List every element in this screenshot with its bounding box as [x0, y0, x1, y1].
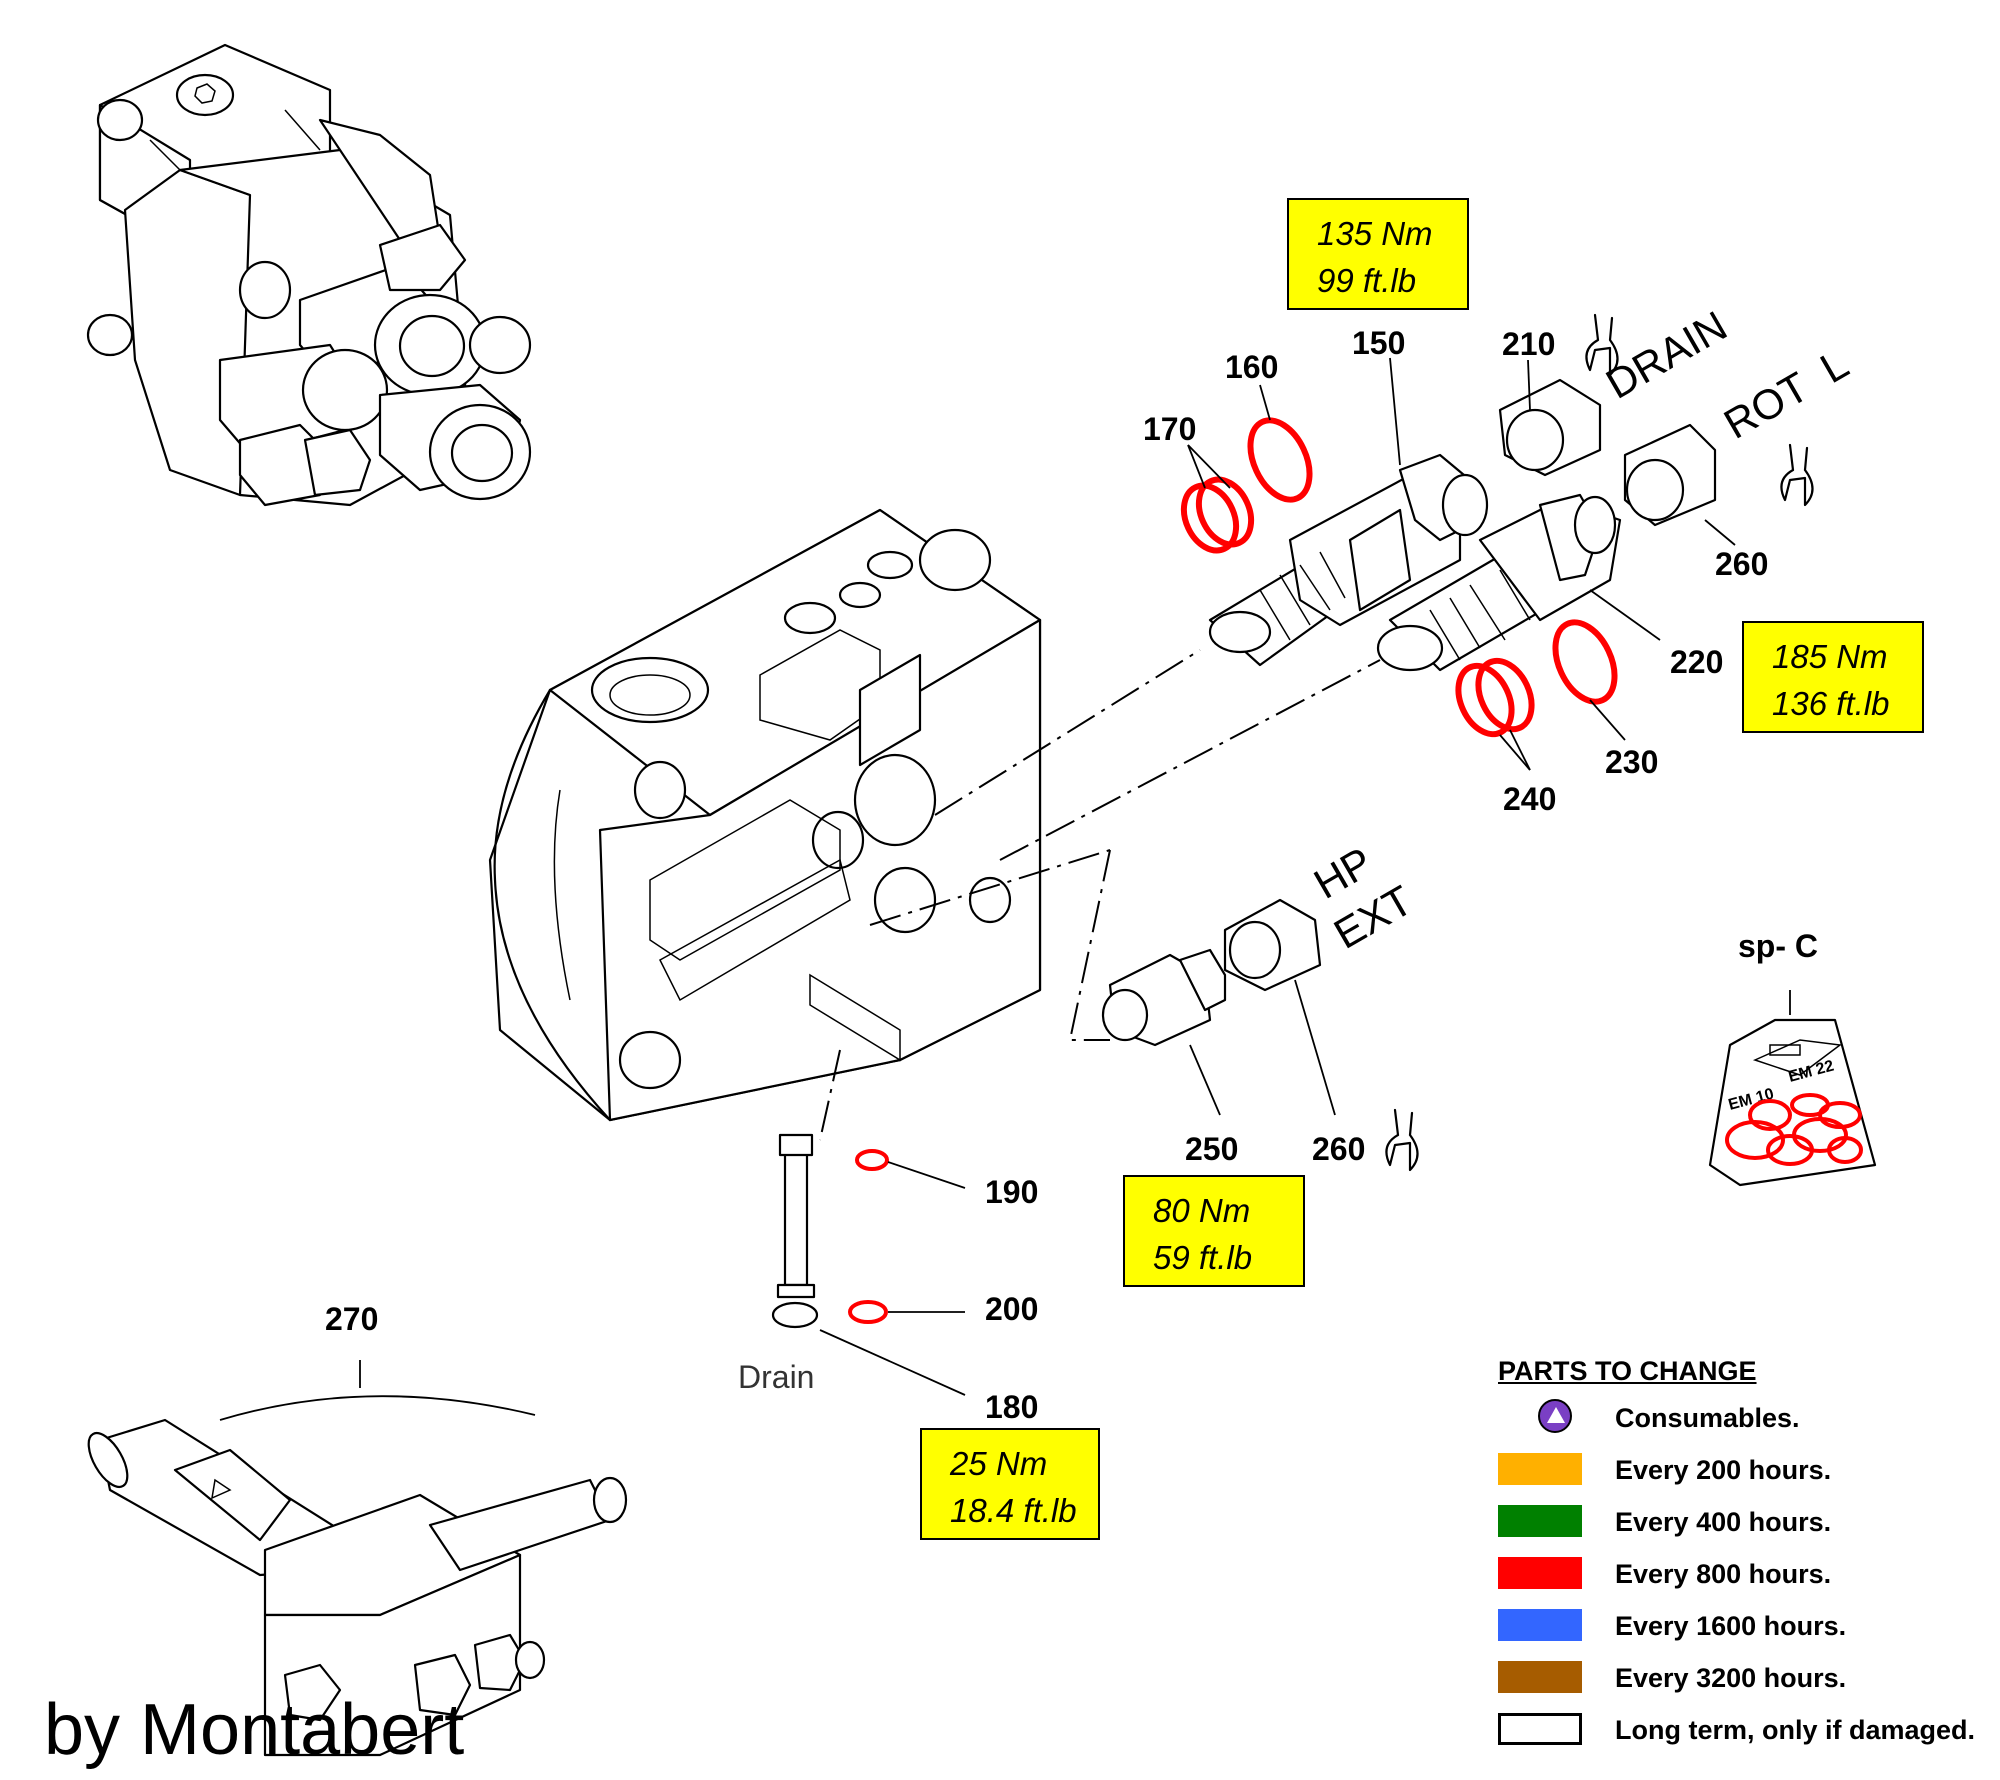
- o-ring-170a: [1180, 482, 1240, 554]
- part-label-240: 240: [1503, 781, 1556, 817]
- part-number-labels: 150 160 170 210 260 220 230 240 250 260 …: [325, 325, 1818, 1425]
- legend-text: Every 200 hours.: [1615, 1455, 1832, 1485]
- o-ring-170b: [1195, 476, 1255, 548]
- legend-row-long-term: Long term, only if damaged.: [1498, 1707, 1998, 1759]
- drain-label: Drain: [738, 1359, 814, 1395]
- part-label-210: 210: [1502, 326, 1555, 362]
- o-ring-190: [855, 1149, 889, 1171]
- torque-box-150: 135 Nm 99 ft.lb: [1287, 198, 1469, 310]
- part-label-190: 190: [985, 1174, 1038, 1210]
- assembly-270-illustration: [87, 1418, 628, 1757]
- o-ring-240b: [1475, 657, 1535, 733]
- legend-text: Consumables.: [1615, 1403, 1800, 1433]
- o-ring-200: [848, 1300, 888, 1324]
- part-label-200: 200: [985, 1291, 1038, 1327]
- nut-260-lower-illustration: [1223, 898, 1322, 992]
- o-ring-240a: [1455, 662, 1515, 738]
- port-label-drain: DRAIN: [1598, 302, 1735, 408]
- torque-nm: 135 Nm: [1317, 215, 1433, 252]
- o-ring-160: [1247, 417, 1313, 503]
- part-label-150: 150: [1352, 325, 1405, 361]
- legend-swatch: [1498, 1505, 1582, 1537]
- leader-lines: [219, 357, 1791, 1421]
- part-label-270: 270: [325, 1301, 378, 1337]
- consumable-triangle-icon: [1538, 1399, 1572, 1433]
- legend-text: Every 1600 hours.: [1615, 1611, 1847, 1641]
- legend-row-3200h: Every 3200 hours.: [1498, 1655, 1998, 1707]
- torque-nm: 185 Nm: [1772, 638, 1888, 675]
- legend-swatch: [1498, 1661, 1582, 1693]
- torque-nm: 25 Nm: [950, 1445, 1048, 1482]
- kit-label: sp- C: [1738, 928, 1818, 964]
- torque-ftlb: 136 ft.lb: [1772, 685, 1890, 722]
- legend-row-800h: Every 800 hours.: [1498, 1551, 1998, 1603]
- part-label-220: 220: [1670, 644, 1723, 680]
- port-label-rot-l: ROT L: [1716, 340, 1856, 448]
- part-label-170: 170: [1143, 411, 1196, 447]
- torque-nm: 80 Nm: [1153, 1192, 1251, 1229]
- legend-swatch: [1498, 1609, 1582, 1641]
- legend-text: Every 800 hours.: [1615, 1559, 1832, 1589]
- wrench-icon: [1780, 443, 1814, 507]
- legend-text: Every 3200 hours.: [1615, 1663, 1847, 1693]
- torque-ftlb: 99 ft.lb: [1317, 262, 1417, 299]
- wrench-icon: [1585, 313, 1619, 377]
- torque-ftlb: 18.4 ft.lb: [950, 1492, 1077, 1529]
- drain-fitting-180-illustration: [771, 1133, 819, 1329]
- legend-swatch: [1498, 1557, 1582, 1589]
- legend-row-200h: Every 200 hours.: [1498, 1447, 1998, 1499]
- legend-text: Every 400 hours.: [1615, 1507, 1832, 1537]
- legend-row-400h: Every 400 hours.: [1498, 1499, 1998, 1551]
- fitting-220-illustration: [1376, 493, 1622, 672]
- part-label-250: 250: [1185, 1131, 1238, 1167]
- legend-row-1600h: Every 1600 hours.: [1498, 1603, 1998, 1655]
- nut-260-upper-illustration: [1623, 423, 1717, 527]
- part-label-260-lower: 260: [1312, 1131, 1365, 1167]
- center-lines: [819, 649, 1381, 1141]
- spare-kit-bag-illustration: EM 10 EM 22: [1708, 1018, 1877, 1187]
- valve-body-illustration: [488, 508, 1042, 1122]
- o-ring-230: [1552, 619, 1618, 705]
- assembly-overview-illustration: [86, 43, 532, 507]
- part-label-160: 160: [1225, 349, 1278, 385]
- parts-to-change-legend: PARTS TO CHANGE Consumables. Every 200 h…: [1498, 1356, 1998, 1759]
- legend-swatch: [1498, 1713, 1582, 1745]
- fitting-150-illustration: [1208, 453, 1489, 667]
- torque-box-250: 80 Nm 59 ft.lb: [1123, 1175, 1305, 1287]
- credit-text: by Montabert: [44, 1690, 465, 1770]
- fitting-250-illustration: [1101, 948, 1227, 1047]
- legend-text: Long term, only if damaged.: [1615, 1715, 1976, 1745]
- torque-ftlb: 59 ft.lb: [1153, 1239, 1253, 1276]
- legend-title: PARTS TO CHANGE: [1498, 1356, 1757, 1386]
- nut-210-illustration: [1498, 378, 1602, 477]
- part-label-230: 230: [1605, 744, 1658, 780]
- torque-box-220: 185 Nm 136 ft.lb: [1742, 621, 1924, 733]
- wrench-icon: [1385, 1108, 1419, 1172]
- legend-swatch: [1498, 1453, 1582, 1485]
- torque-box-180: 25 Nm 18.4 ft.lb: [920, 1428, 1100, 1540]
- part-label-180: 180: [985, 1389, 1038, 1425]
- o-rings: [848, 417, 1618, 1324]
- part-label-260-upper: 260: [1715, 546, 1768, 582]
- legend-row-consumables: Consumables.: [1498, 1395, 1998, 1447]
